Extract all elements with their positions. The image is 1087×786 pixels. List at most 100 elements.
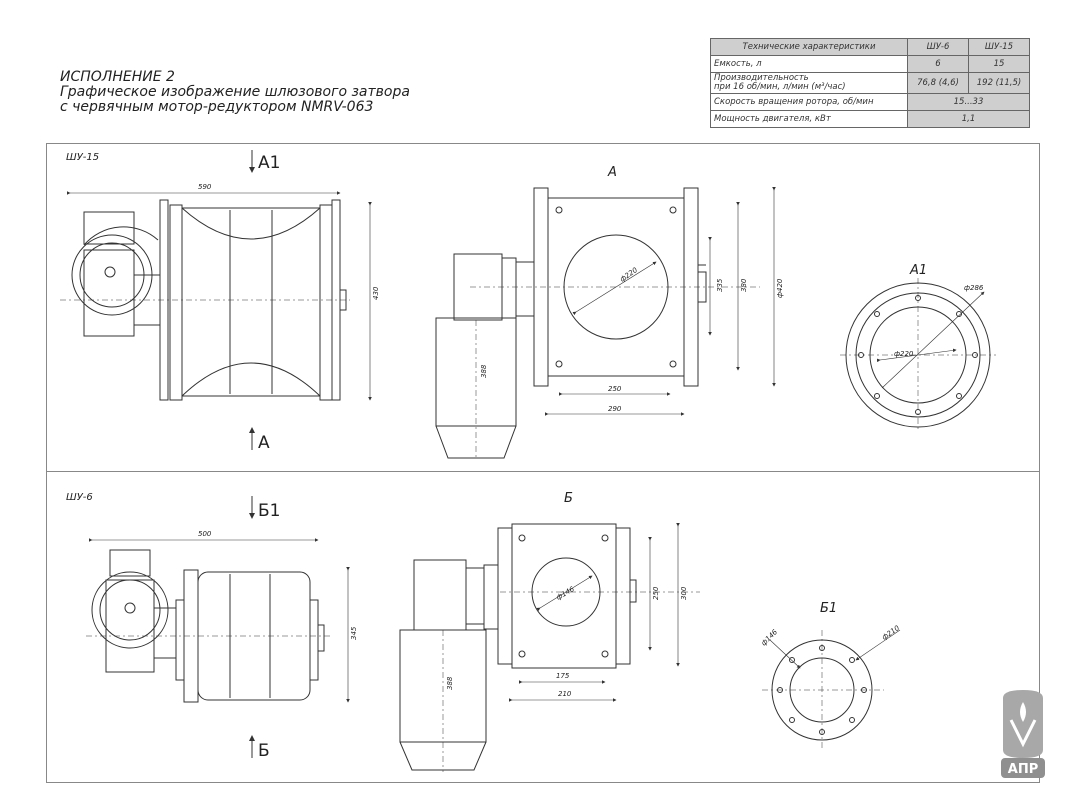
dim-label-335: 335 xyxy=(716,278,724,292)
bolt-hole xyxy=(669,360,677,368)
model-label-shu15: ШУ-15 xyxy=(66,152,99,163)
dim-label-290: 290 xyxy=(608,405,622,413)
specs-row-value: 15...33 xyxy=(907,93,1030,111)
specs-table: Технические характеристики ШУ-6 ШУ-15 Ем… xyxy=(710,38,1030,128)
dim-line-d220b xyxy=(876,348,957,363)
bolt-hole xyxy=(518,534,526,542)
flange-right xyxy=(309,599,319,681)
shu6-view-b1 xyxy=(762,629,901,750)
gearbox-body xyxy=(83,249,135,337)
specs-row: Скорость вращения ротора, об/мин 15...33 xyxy=(710,93,1030,111)
motor-front xyxy=(435,317,517,427)
apr-logo: АПР xyxy=(1001,690,1045,778)
dim-label-420: ф420 xyxy=(776,278,784,298)
motor-cap xyxy=(435,425,517,459)
flange-left-2 xyxy=(169,204,183,401)
bolt-hole xyxy=(874,311,880,317)
logo-shield xyxy=(1003,690,1043,758)
specs-row-label: Скорость вращения ротора, об/мин xyxy=(710,93,908,111)
flange-right xyxy=(319,204,333,401)
shaft-end xyxy=(317,624,325,652)
bolt-hole xyxy=(669,206,677,214)
gearbox-body xyxy=(105,579,155,673)
bolt-hole xyxy=(601,534,609,542)
dim-line-d146b xyxy=(769,639,801,669)
dim-label-250: 250 xyxy=(652,586,660,600)
shu15-view-a1 xyxy=(840,278,996,432)
model-label-shu6: ШУ-6 xyxy=(66,492,93,503)
motor-top-block xyxy=(83,211,135,245)
dim-label-210: 210 xyxy=(558,690,572,698)
dim-label-388: 388 xyxy=(446,676,454,690)
motor-housing-inner xyxy=(99,579,161,641)
view-title-b: Б xyxy=(564,491,573,506)
specs-row: Производительность при 16 об/мин, л/мин … xyxy=(710,72,1030,94)
rotor-curve-bottom xyxy=(181,362,321,397)
view-label-b1: Б1 xyxy=(258,501,280,521)
dim-label-388: 388 xyxy=(480,364,488,378)
motor-housing xyxy=(91,571,169,649)
dim-label-380: 380 xyxy=(740,278,748,292)
gearbox-front xyxy=(413,559,467,631)
dim-label-300: 300 xyxy=(680,586,688,600)
dim-label-height: 345 xyxy=(350,626,358,640)
motor-shaft xyxy=(104,266,116,278)
specs-row-value: 1,1 xyxy=(907,110,1030,128)
specs-row-value: 76,8 (4,6) xyxy=(907,72,969,94)
dim-label-d210b: ф210 xyxy=(881,624,902,642)
motor-top-block xyxy=(109,549,151,577)
specs-row: Емкость, л 6 15 xyxy=(710,55,1030,73)
title-line-3: с червячным мотор-редуктором NMRV-063 xyxy=(60,99,374,115)
rotor-curve-top xyxy=(181,207,321,240)
coupling-front xyxy=(501,257,517,319)
bolt-hole xyxy=(849,657,855,663)
coupling-front xyxy=(465,567,485,625)
flange-left xyxy=(175,599,185,681)
shu15-view-a xyxy=(435,187,776,460)
specs-row-label-line1: Производительность xyxy=(714,73,809,83)
shu6-side-view xyxy=(86,496,350,758)
coupling xyxy=(153,607,177,659)
bolt-hole xyxy=(555,206,563,214)
shu15-side-view xyxy=(60,150,372,450)
specs-row-label: Производительность при 16 об/мин, л/мин … xyxy=(710,72,908,94)
specs-header-label: Технические характеристики xyxy=(710,38,908,56)
dim-label-d146b: ф146 xyxy=(760,628,780,648)
panel-divider xyxy=(46,471,1040,472)
bolt-hole xyxy=(956,311,962,317)
drawing-frame xyxy=(46,143,1040,783)
specs-row: Мощность двигателя, кВт 1,1 xyxy=(710,110,1030,128)
view-label-a: А xyxy=(258,433,270,453)
dim-line-d286 xyxy=(881,291,985,389)
motor-shaft xyxy=(124,602,136,614)
view-label-b: Б xyxy=(258,741,270,761)
bolt-hole xyxy=(518,650,526,658)
adapter-front xyxy=(515,261,535,317)
dim-line-d210b xyxy=(855,629,901,661)
specs-row-label: Емкость, л xyxy=(710,55,908,73)
dim-label-250: 250 xyxy=(608,385,622,393)
dim-label-175: 175 xyxy=(556,672,570,680)
bolt-hole xyxy=(555,360,563,368)
title-line-2: Графическое изображение шлюзового затвор… xyxy=(60,84,410,100)
adapter-front xyxy=(483,564,499,630)
bolt-hole xyxy=(601,650,609,658)
flange-left-b xyxy=(497,527,513,665)
bolt-hole xyxy=(956,393,962,399)
bolt-hole xyxy=(789,717,795,723)
specs-row-value: 6 xyxy=(907,55,969,73)
view-label-a1: А1 xyxy=(258,153,280,173)
view-title-b1: Б1 xyxy=(820,601,837,616)
bolt-hole xyxy=(972,352,978,358)
rotor-body xyxy=(181,207,321,397)
specs-row-label-line2: при 16 об/мин, л/мин (м³/час) xyxy=(714,82,846,92)
dim-label-width: 500 xyxy=(198,530,212,538)
flange-right-b xyxy=(615,527,631,665)
logo-text: АПР xyxy=(1008,762,1038,777)
view-title-a: А xyxy=(607,165,617,180)
dim-label-d286: ф286 xyxy=(964,284,984,292)
bolt-hole xyxy=(789,657,795,663)
specs-row-value: 192 (11,5) xyxy=(968,72,1030,94)
specs-row-label: Мощность двигателя, кВт xyxy=(710,110,908,128)
shu6-view-b xyxy=(399,523,700,772)
